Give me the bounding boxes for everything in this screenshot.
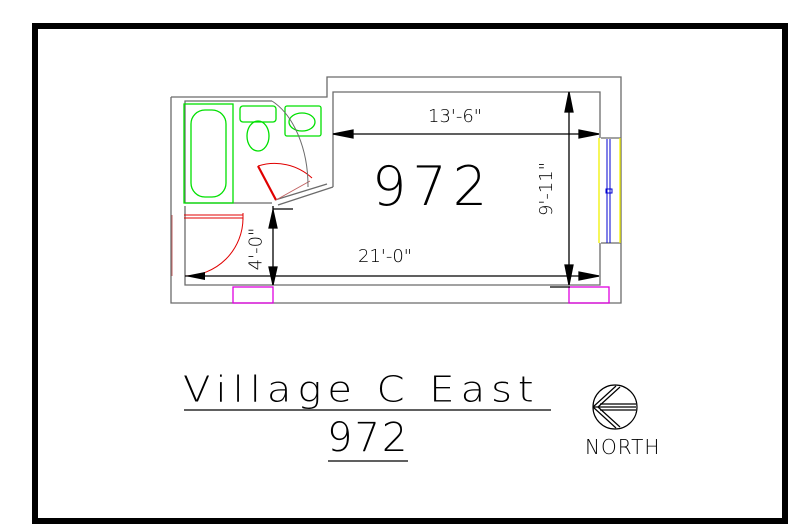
closet-door-icon: [171, 213, 244, 280]
heater-right-icon: [568, 286, 610, 304]
heater-left-icon: [232, 286, 274, 304]
north-arrow-icon: [592, 384, 638, 430]
dimension-overall-length: 21'-0": [358, 246, 413, 267]
bathroom-door-icon: [257, 100, 313, 201]
drawing-border: [32, 23, 788, 524]
toilet-icon: [239, 105, 277, 152]
window-icon: [598, 138, 621, 243]
dimension-right-depth: 9'-11": [536, 161, 558, 217]
walls: [170, 76, 622, 304]
drawing-title: Village C East: [183, 369, 540, 411]
drawing-subtitle: 972: [327, 415, 410, 461]
sink-icon: [284, 105, 322, 137]
dimension-top-width: 13'-6": [428, 106, 483, 127]
dimension-lines: [185, 91, 600, 288]
north-label: NORTH: [585, 435, 661, 459]
dimension-entry-depth: 4'-0": [245, 227, 267, 271]
room-number-label: 972: [372, 155, 494, 218]
bathtub-icon: [183, 103, 234, 204]
